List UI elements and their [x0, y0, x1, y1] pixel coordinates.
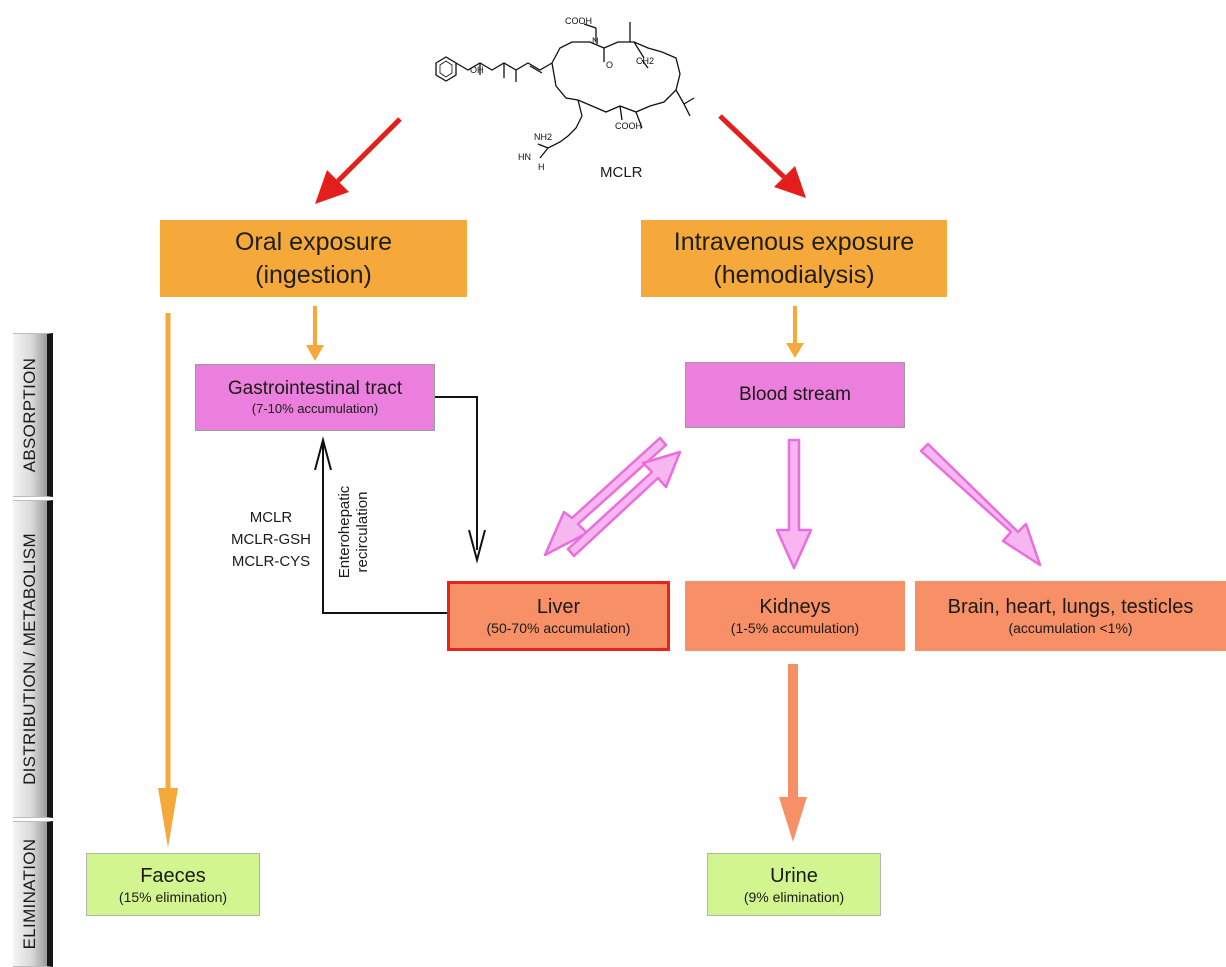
stage-absorption-label: ABSORPTION	[20, 357, 39, 473]
enterohepatic-recirculation-label: Enterohepatic recirculation	[336, 486, 372, 579]
stage-distribution-label: DISTRIBUTION / METABOLISM	[20, 533, 39, 785]
other-organs-title: Brain, heart, lungs, testicles	[947, 596, 1194, 618]
oral-exposure-line1: Oral exposure	[234, 227, 393, 256]
faeces-elimination: (15% elimination)	[118, 888, 228, 905]
liver-title: Liver	[536, 596, 581, 618]
oh-label: OH	[470, 65, 484, 75]
mclr-structure	[435, 22, 695, 159]
orange-arrows	[158, 306, 804, 848]
metabolite-mclr: MCLR	[249, 509, 293, 526]
oral-exposure-box: Oral exposure (ingestion)	[160, 220, 467, 297]
molecule-name: MCLR	[600, 164, 643, 181]
n-label: N	[592, 36, 599, 46]
blood-stream-box: Blood stream	[685, 362, 905, 428]
black-arrows	[314, 396, 486, 614]
cooh-top-label: COOH	[565, 16, 592, 26]
gastrointestinal-tract-box: Gastrointestinal tract (7-10% accumulati…	[195, 364, 435, 431]
metabolite-mclr-gsh: MCLR-GSH	[230, 531, 311, 548]
blood-stream-title: Blood stream	[739, 384, 851, 405]
cooh-bottom-label: COOH	[615, 121, 642, 131]
kidneys-box: Kidneys (1-5% accumulation)	[685, 581, 905, 651]
urine-elimination: (9% elimination)	[743, 888, 845, 905]
liver-accumulation: (50-70% accumulation)	[486, 620, 631, 636]
metabolite-mclr-cys: MCLR-CYS	[231, 553, 311, 570]
o-label: O	[606, 60, 613, 70]
urine-box: Urine (9% elimination)	[707, 853, 881, 916]
faeces-title: Faeces	[140, 864, 206, 887]
faeces-box: Faeces (15% elimination)	[86, 853, 260, 916]
enterohepatic-line1: Enterohepatic	[336, 485, 353, 579]
gi-title: Gastrointestinal tract	[227, 378, 403, 399]
kidneys-title: Kidneys	[759, 596, 831, 618]
ch2-label: CH2	[636, 56, 654, 66]
other-organs-box: Brain, heart, lungs, testicles (accumula…	[915, 581, 1226, 651]
other-organs-accumulation: (accumulation <1%)	[1008, 620, 1133, 636]
stage-elimination-label: ELIMINATION	[20, 838, 39, 950]
mclr-groups: COOH OH CH2 NH2 HN H N O COOH	[470, 16, 654, 172]
hn-label: HN	[518, 152, 531, 162]
nh2-label: NH2	[534, 132, 552, 142]
stage-elimination: ELIMINATION	[13, 821, 53, 967]
pink-arrows	[543, 436, 1042, 570]
h-label: H	[538, 162, 545, 172]
stage-distribution-metabolism: DISTRIBUTION / METABOLISM	[13, 500, 53, 818]
liver-box: Liver (50-70% accumulation)	[447, 581, 670, 651]
enterohepatic-line2: recirculation	[354, 491, 371, 573]
intravenous-exposure-box: Intravenous exposure (hemodialysis)	[641, 220, 947, 297]
red-arrows	[315, 114, 806, 204]
intravenous-exposure-line1: Intravenous exposure	[673, 227, 915, 256]
urine-title: Urine	[770, 864, 818, 887]
gi-accumulation: (7-10% accumulation)	[251, 401, 379, 416]
stage-absorption: ABSORPTION	[13, 333, 53, 497]
intravenous-exposure-line2: (hemodialysis)	[713, 260, 875, 289]
metabolite-list: MCLR MCLR-GSH MCLR-CYS	[224, 507, 318, 573]
salmon-arrow	[779, 664, 807, 842]
oral-exposure-line2: (ingestion)	[255, 260, 372, 289]
kidneys-accumulation: (1-5% accumulation)	[730, 620, 860, 636]
